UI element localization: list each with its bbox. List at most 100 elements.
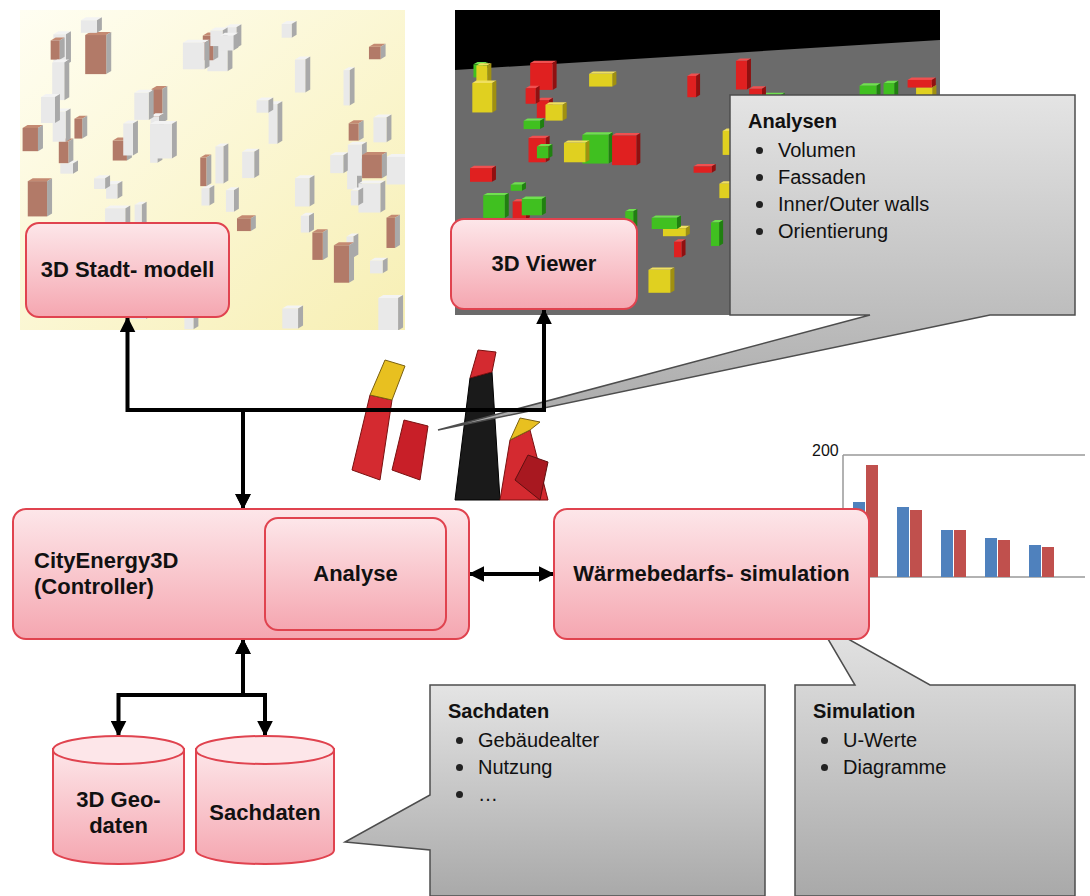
building-roof	[522, 197, 546, 199]
building-front	[123, 124, 133, 156]
building-roof	[652, 215, 681, 217]
building-side	[204, 40, 209, 70]
building-front	[378, 298, 398, 330]
node-label: Sachdaten	[209, 800, 320, 826]
building-front	[330, 155, 343, 173]
building-side	[563, 102, 567, 120]
building-side	[747, 58, 751, 89]
building-front	[301, 216, 309, 233]
building-front	[663, 228, 686, 236]
building-side	[686, 226, 690, 236]
building-side	[105, 175, 110, 189]
building-front	[564, 143, 585, 162]
building-front	[150, 124, 172, 158]
building-front	[648, 270, 670, 293]
building-side	[382, 152, 387, 178]
building	[455, 372, 500, 500]
bar	[897, 507, 909, 577]
illustrations	[20, 10, 1085, 577]
building-side	[73, 160, 78, 173]
building-side	[398, 295, 403, 330]
building-front	[545, 105, 562, 121]
building-front	[41, 97, 55, 123]
building-front	[589, 74, 612, 87]
building-side	[492, 166, 496, 182]
building-front	[908, 80, 932, 88]
building-front	[370, 261, 383, 274]
building-front	[59, 141, 69, 163]
component-box: 3D Stadt- modell	[25, 222, 230, 318]
building-side	[251, 215, 256, 231]
building-front	[81, 20, 97, 33]
bullet-item: Orientierung	[748, 219, 888, 243]
building-front	[511, 185, 522, 191]
building-side	[233, 33, 238, 51]
building-front	[694, 166, 712, 172]
building-side	[206, 155, 211, 187]
building-front	[736, 61, 747, 90]
building-side	[505, 193, 509, 218]
bar	[985, 538, 997, 577]
node-label: 3D Viewer	[492, 251, 597, 277]
building-front	[343, 70, 349, 105]
building-front	[256, 100, 268, 112]
building-roof	[472, 81, 496, 83]
building-roof	[648, 267, 674, 269]
building-front	[524, 121, 540, 129]
building-front	[28, 181, 47, 216]
building-front	[312, 232, 322, 260]
bullet-item: Nutzung	[448, 755, 553, 779]
building-side	[97, 17, 102, 33]
bar	[1029, 545, 1041, 577]
building-side	[349, 242, 354, 282]
building-side	[298, 305, 303, 328]
building-front	[60, 163, 73, 173]
bullet-item: Gebäudealter	[448, 728, 599, 752]
building-front	[334, 245, 349, 282]
building-front	[220, 36, 233, 51]
building-side	[553, 61, 557, 90]
building	[470, 350, 496, 378]
bullet-item: …	[448, 782, 498, 806]
building-side	[540, 118, 544, 129]
building-front	[711, 222, 719, 246]
building-side	[234, 187, 239, 212]
building-side	[172, 121, 177, 158]
building-front	[369, 47, 381, 59]
callout-title: Simulation	[813, 699, 915, 723]
building-side	[536, 86, 540, 104]
callout-outline	[438, 95, 1075, 430]
building-front	[387, 157, 405, 185]
bullet-item: U-Werte	[813, 728, 917, 752]
component-box: Wärmebedarfs- simulation	[553, 508, 870, 640]
building-roof	[564, 140, 589, 142]
city-model-image	[20, 10, 405, 330]
building-side	[712, 164, 716, 173]
building-side	[719, 220, 723, 246]
building-side	[133, 121, 138, 156]
callout-outline	[345, 685, 765, 896]
building-cluster	[352, 350, 548, 500]
building-front	[74, 119, 82, 139]
building-side	[585, 140, 589, 162]
building-front	[687, 76, 696, 97]
cylinder-top	[196, 736, 334, 764]
building-side	[55, 94, 60, 123]
building-front	[526, 88, 536, 104]
building-side	[932, 78, 936, 88]
building-front	[94, 178, 105, 189]
building	[510, 418, 540, 440]
bar	[998, 540, 1010, 577]
building-side	[636, 133, 640, 165]
bar	[941, 530, 953, 577]
bullet-item: Fassaden	[748, 165, 866, 189]
node-label: CityEnergy3D (Controller)	[34, 548, 249, 601]
building-front	[373, 117, 386, 142]
city-buildings	[23, 17, 405, 330]
building-side	[66, 109, 71, 142]
connector-arrow	[470, 572, 553, 576]
building-side	[254, 149, 259, 178]
building	[392, 420, 428, 480]
building-front	[652, 218, 677, 229]
building-side	[117, 181, 122, 199]
